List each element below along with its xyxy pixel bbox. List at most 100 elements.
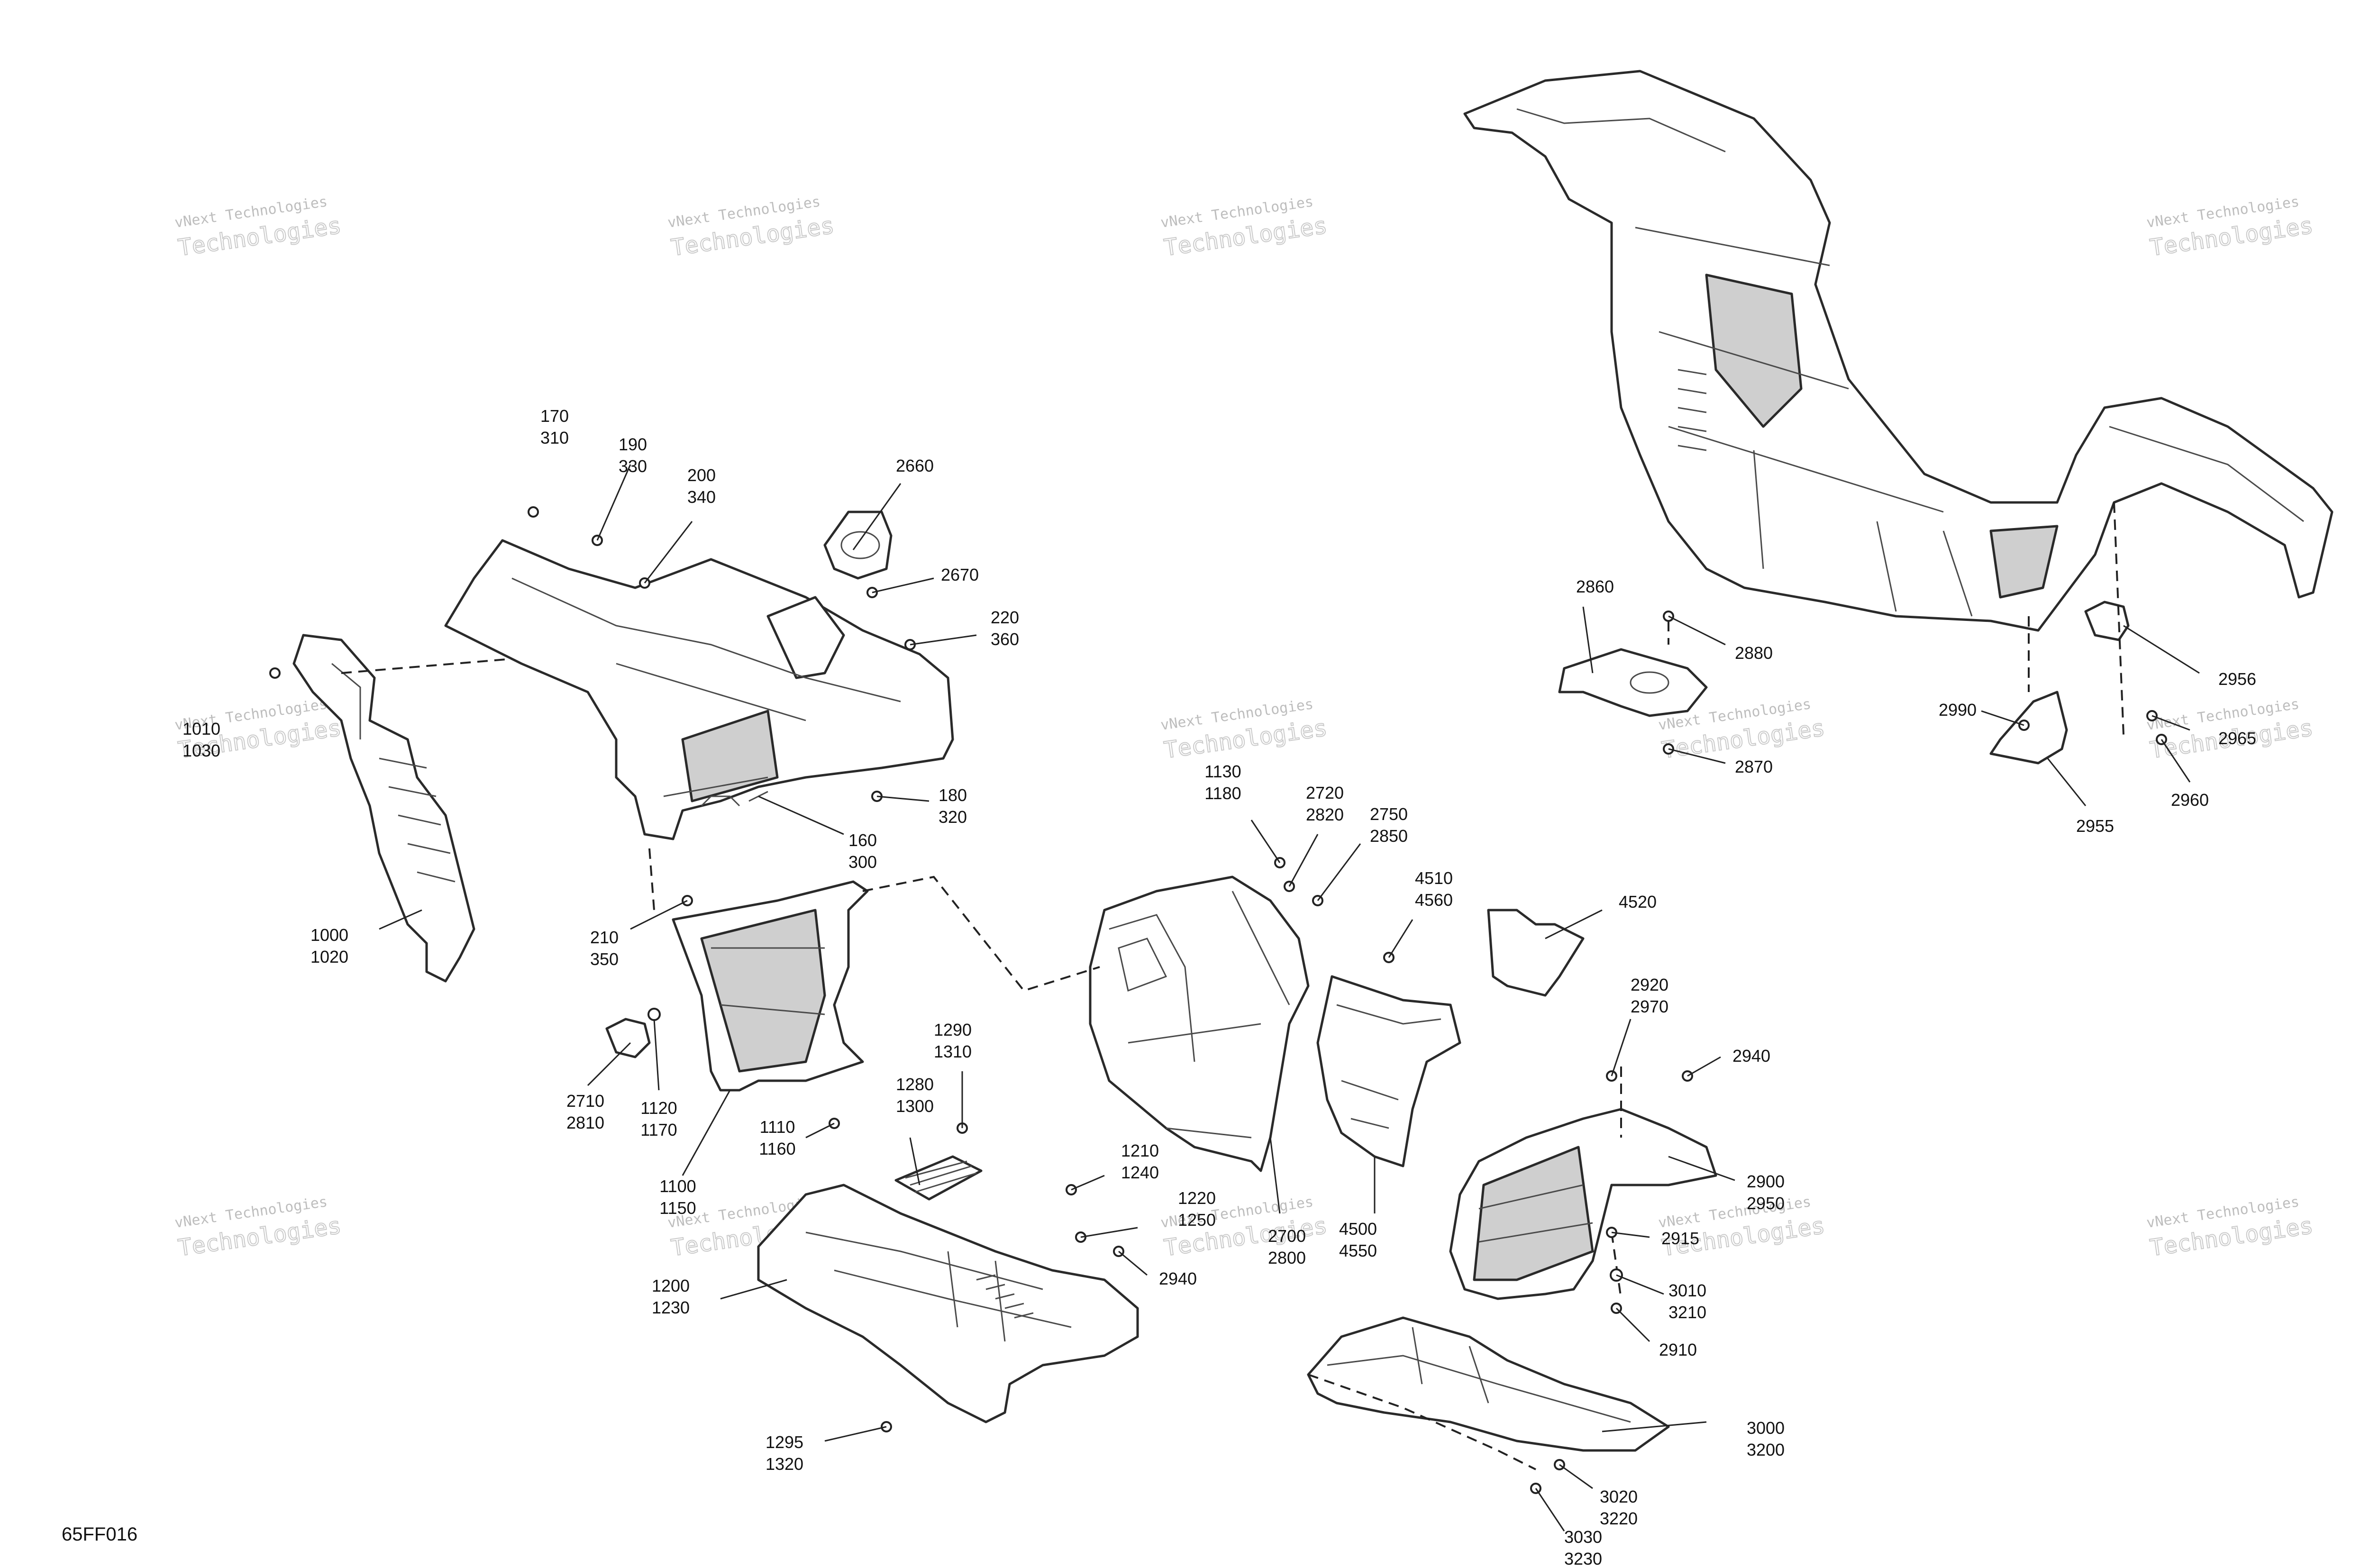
svg-text:1170: 1170 bbox=[640, 1120, 677, 1140]
callout-2660: 2660 bbox=[896, 456, 934, 475]
svg-text:1310: 1310 bbox=[934, 1042, 972, 1061]
svg-text:2860: 2860 bbox=[1576, 577, 1614, 596]
callout-2960: 2960 bbox=[2171, 790, 2209, 810]
svg-text:180: 180 bbox=[939, 785, 967, 805]
svg-text:2710: 2710 bbox=[566, 1091, 604, 1111]
svg-text:2940: 2940 bbox=[1732, 1046, 1770, 1066]
callout-2910: 2910 bbox=[1659, 1340, 1697, 1359]
svg-text:2965: 2965 bbox=[2218, 729, 2256, 748]
svg-text:160: 160 bbox=[848, 830, 877, 850]
part-right-inner-panel bbox=[1316, 975, 1461, 1167]
callout-2915: 2915 bbox=[1661, 1229, 1699, 1248]
svg-text:2970: 2970 bbox=[1631, 997, 1668, 1016]
svg-text:2700: 2700 bbox=[1268, 1226, 1306, 1246]
svg-text:1230: 1230 bbox=[652, 1298, 690, 1317]
svg-text:1100: 1100 bbox=[659, 1176, 696, 1196]
svg-text:300: 300 bbox=[848, 852, 877, 872]
svg-text:170: 170 bbox=[540, 406, 569, 426]
leader-lines bbox=[379, 464, 2200, 1532]
fastener-1120 bbox=[647, 1008, 661, 1021]
svg-text:1130: 1130 bbox=[1204, 762, 1241, 781]
svg-text:3010: 3010 bbox=[1668, 1281, 1706, 1300]
svg-text:1200: 1200 bbox=[652, 1276, 690, 1295]
part-side-rail bbox=[1307, 1316, 1670, 1452]
svg-text:2920: 2920 bbox=[1631, 975, 1668, 994]
callout-3020: 3020 3220 bbox=[1600, 1487, 1638, 1528]
svg-text:4510: 4510 bbox=[1415, 868, 1453, 888]
svg-text:1300: 1300 bbox=[896, 1096, 934, 1116]
part-floor-footrest bbox=[757, 1184, 1139, 1423]
svg-text:3220: 3220 bbox=[1600, 1509, 1638, 1528]
svg-text:1030: 1030 bbox=[182, 741, 220, 760]
svg-text:190: 190 bbox=[619, 435, 647, 454]
svg-text:1280: 1280 bbox=[896, 1075, 934, 1094]
svg-text:1295: 1295 bbox=[766, 1432, 803, 1452]
svg-text:1250: 1250 bbox=[1178, 1210, 1216, 1230]
callout-4520: 4520 bbox=[1619, 892, 1657, 912]
part-bracket-2956 bbox=[2084, 601, 2130, 641]
parts bbox=[292, 70, 2334, 1452]
part-gauge-pod bbox=[823, 511, 893, 580]
part-left-side-panel bbox=[292, 634, 475, 983]
svg-text:2940: 2940 bbox=[1159, 1269, 1197, 1288]
svg-text:2850: 2850 bbox=[1370, 826, 1408, 846]
watermark-8: vNext Technologies Technologies bbox=[1159, 696, 1329, 764]
svg-text:1000: 1000 bbox=[310, 925, 348, 945]
svg-text:310: 310 bbox=[540, 428, 569, 447]
svg-text:4500: 4500 bbox=[1339, 1219, 1377, 1239]
watermark-1: vNext Technologies Technologies bbox=[173, 193, 343, 262]
svg-text:3230: 3230 bbox=[1564, 1549, 1602, 1568]
callout-1200: 1200 1230 bbox=[652, 1276, 690, 1317]
callout-2860: 2860 bbox=[1576, 577, 1614, 596]
svg-text:2900: 2900 bbox=[1747, 1172, 1785, 1191]
svg-text:2956: 2956 bbox=[2218, 669, 2256, 689]
svg-text:1290: 1290 bbox=[934, 1020, 972, 1039]
svg-text:1210: 1210 bbox=[1121, 1141, 1159, 1160]
callout-2710: 2710 2810 bbox=[566, 1091, 604, 1132]
svg-text:2870: 2870 bbox=[1735, 757, 1773, 776]
part-step-grid bbox=[894, 1155, 983, 1201]
svg-text:3000: 3000 bbox=[1747, 1418, 1785, 1438]
svg-text:200: 200 bbox=[687, 465, 716, 485]
svg-text:340: 340 bbox=[687, 487, 716, 507]
callout-1010: 1010 1030 bbox=[182, 719, 220, 760]
svg-text:4520: 4520 bbox=[1619, 892, 1657, 912]
svg-text:2750: 2750 bbox=[1370, 804, 1408, 824]
part-console-upper bbox=[444, 539, 954, 840]
svg-text:1010: 1010 bbox=[182, 719, 220, 738]
callout-2880: 2880 bbox=[1735, 643, 1773, 663]
callout-2940b: 2940 bbox=[1732, 1046, 1770, 1066]
svg-text:2810: 2810 bbox=[566, 1113, 604, 1132]
svg-text:2955: 2955 bbox=[2076, 816, 2114, 836]
svg-text:2820: 2820 bbox=[1306, 805, 1344, 824]
svg-text:320: 320 bbox=[939, 807, 967, 827]
fastener-1010 bbox=[269, 667, 281, 679]
callout-2955: 2955 bbox=[2076, 816, 2114, 836]
svg-text:2670: 2670 bbox=[941, 565, 979, 584]
svg-text:2915: 2915 bbox=[1661, 1229, 1699, 1248]
svg-text:2720: 2720 bbox=[1306, 783, 1344, 802]
svg-text:3210: 3210 bbox=[1668, 1303, 1706, 1322]
svg-text:330: 330 bbox=[619, 456, 647, 476]
svg-text:1110: 1110 bbox=[760, 1117, 795, 1137]
diagram-code: 65FF016 bbox=[62, 1524, 137, 1545]
svg-text:1220: 1220 bbox=[1178, 1188, 1216, 1208]
svg-text:220: 220 bbox=[991, 608, 1019, 627]
callout-2940a: 2940 bbox=[1159, 1269, 1197, 1288]
svg-text:2880: 2880 bbox=[1735, 643, 1773, 663]
svg-text:1320: 1320 bbox=[766, 1454, 803, 1474]
svg-text:3020: 3020 bbox=[1600, 1487, 1638, 1506]
